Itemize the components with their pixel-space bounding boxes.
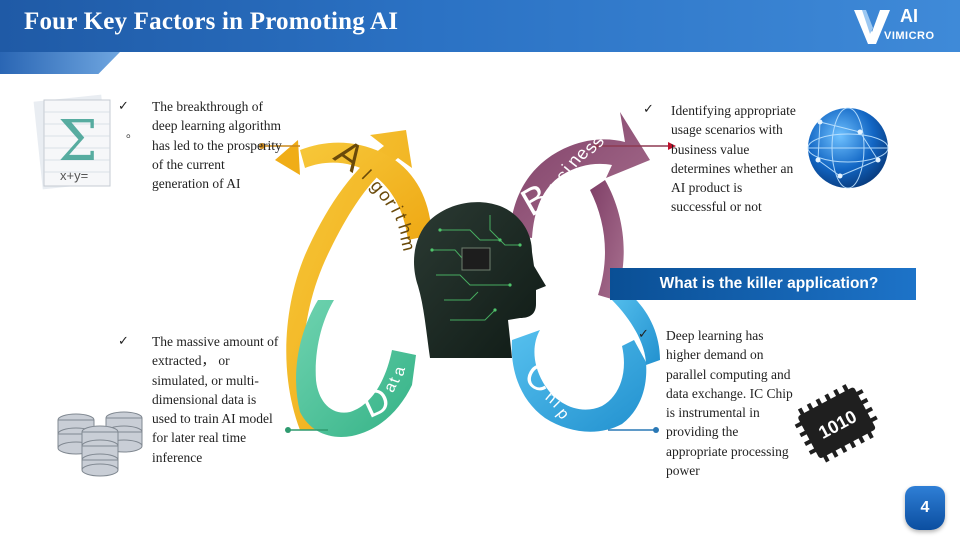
data-description: The massive amount of extracted， or simu… xyxy=(152,332,278,467)
data-line: The massive amount of xyxy=(152,334,279,349)
svg-text:Σ: Σ xyxy=(58,109,98,174)
logo-wordmark: VIMICRO xyxy=(884,30,935,42)
killer-application-banner: What is the killer application? xyxy=(610,268,916,300)
chip-loop xyxy=(511,330,647,432)
algorithm-line: of the current xyxy=(152,156,225,172)
algorithm-line: deep learning algorithm xyxy=(152,118,281,134)
data-line: for later real time xyxy=(152,430,247,446)
chip-line: data exchange. IC Chip xyxy=(666,385,793,401)
data-letter: a xyxy=(390,365,409,378)
chip-line: is instrumental in xyxy=(666,405,760,421)
vimicro-logo: AI VIMICRO xyxy=(852,6,942,48)
chip-upper xyxy=(612,290,660,365)
chip-line: parallel computing and xyxy=(666,366,791,382)
data-letter: t xyxy=(386,375,404,386)
business-connector-dot xyxy=(593,143,599,149)
chip-description: Deep learning has higher demand on paral… xyxy=(666,326,793,480)
data-line: inference xyxy=(152,449,203,465)
globe-icon xyxy=(807,107,889,189)
logo-v-icon xyxy=(854,10,890,44)
chip-line: appropriate processing xyxy=(666,443,789,459)
check-icon: ✓ xyxy=(118,99,129,114)
business-line: AI product is xyxy=(671,180,743,196)
data-loop xyxy=(296,300,416,437)
check-icon: ✓ xyxy=(643,102,654,117)
algorithm-letter: m xyxy=(396,233,419,252)
logo-ai-text: AI xyxy=(900,6,918,26)
business-line: usage scenarios with xyxy=(671,122,783,138)
formula-text: x+y= xyxy=(60,168,88,183)
header-accent xyxy=(0,52,120,74)
business-ribbon xyxy=(510,112,650,238)
business-description: Identifying appropriate usage scenarios … xyxy=(671,101,796,217)
data-line: extracted， or xyxy=(152,353,230,369)
chip-line: providing the xyxy=(666,424,739,440)
algorithm-line: has led to the prosperity xyxy=(152,137,282,153)
data-line: used to train AI model xyxy=(152,411,273,427)
check-icon: ✓ xyxy=(118,334,129,349)
business-line: successful or not xyxy=(671,199,762,215)
data-line: simulated, or multi- xyxy=(152,372,259,388)
business-line: business value xyxy=(671,141,750,157)
business-line: determines whether an xyxy=(671,160,794,176)
chip-connector-dot xyxy=(653,427,659,433)
page-number-badge: 4 xyxy=(905,486,945,530)
algorithm-description: The breakthrough of deep learning algori… xyxy=(152,97,282,193)
algorithm-tail xyxy=(275,140,300,175)
algorithm-line: The breakthrough of xyxy=(152,99,263,114)
chip-line: higher demand on xyxy=(666,347,764,363)
data-connector-dot xyxy=(285,427,291,433)
page-title: Four Key Factors in Promoting AI xyxy=(24,8,399,35)
database-icon xyxy=(57,411,143,477)
chip-line: power xyxy=(666,463,700,479)
algorithm-ribbon xyxy=(300,142,432,240)
algorithm-bullet-extra: 。 xyxy=(126,126,139,140)
business-line: Identifying appropriate xyxy=(671,103,796,118)
header-bar xyxy=(0,0,960,52)
business-connector-arrow xyxy=(668,142,676,150)
chip-line: Deep learning has xyxy=(666,328,764,343)
algorithm-line: generation of AI xyxy=(152,176,241,192)
algorithm-connector-dot xyxy=(259,143,265,149)
formula-icon: Σ x+y= xyxy=(33,94,111,190)
check-icon: ✓ xyxy=(638,327,649,342)
chip-icon: 1010 xyxy=(794,384,878,463)
data-line: dimensional data is xyxy=(152,391,257,407)
ai-head-image xyxy=(414,202,546,358)
